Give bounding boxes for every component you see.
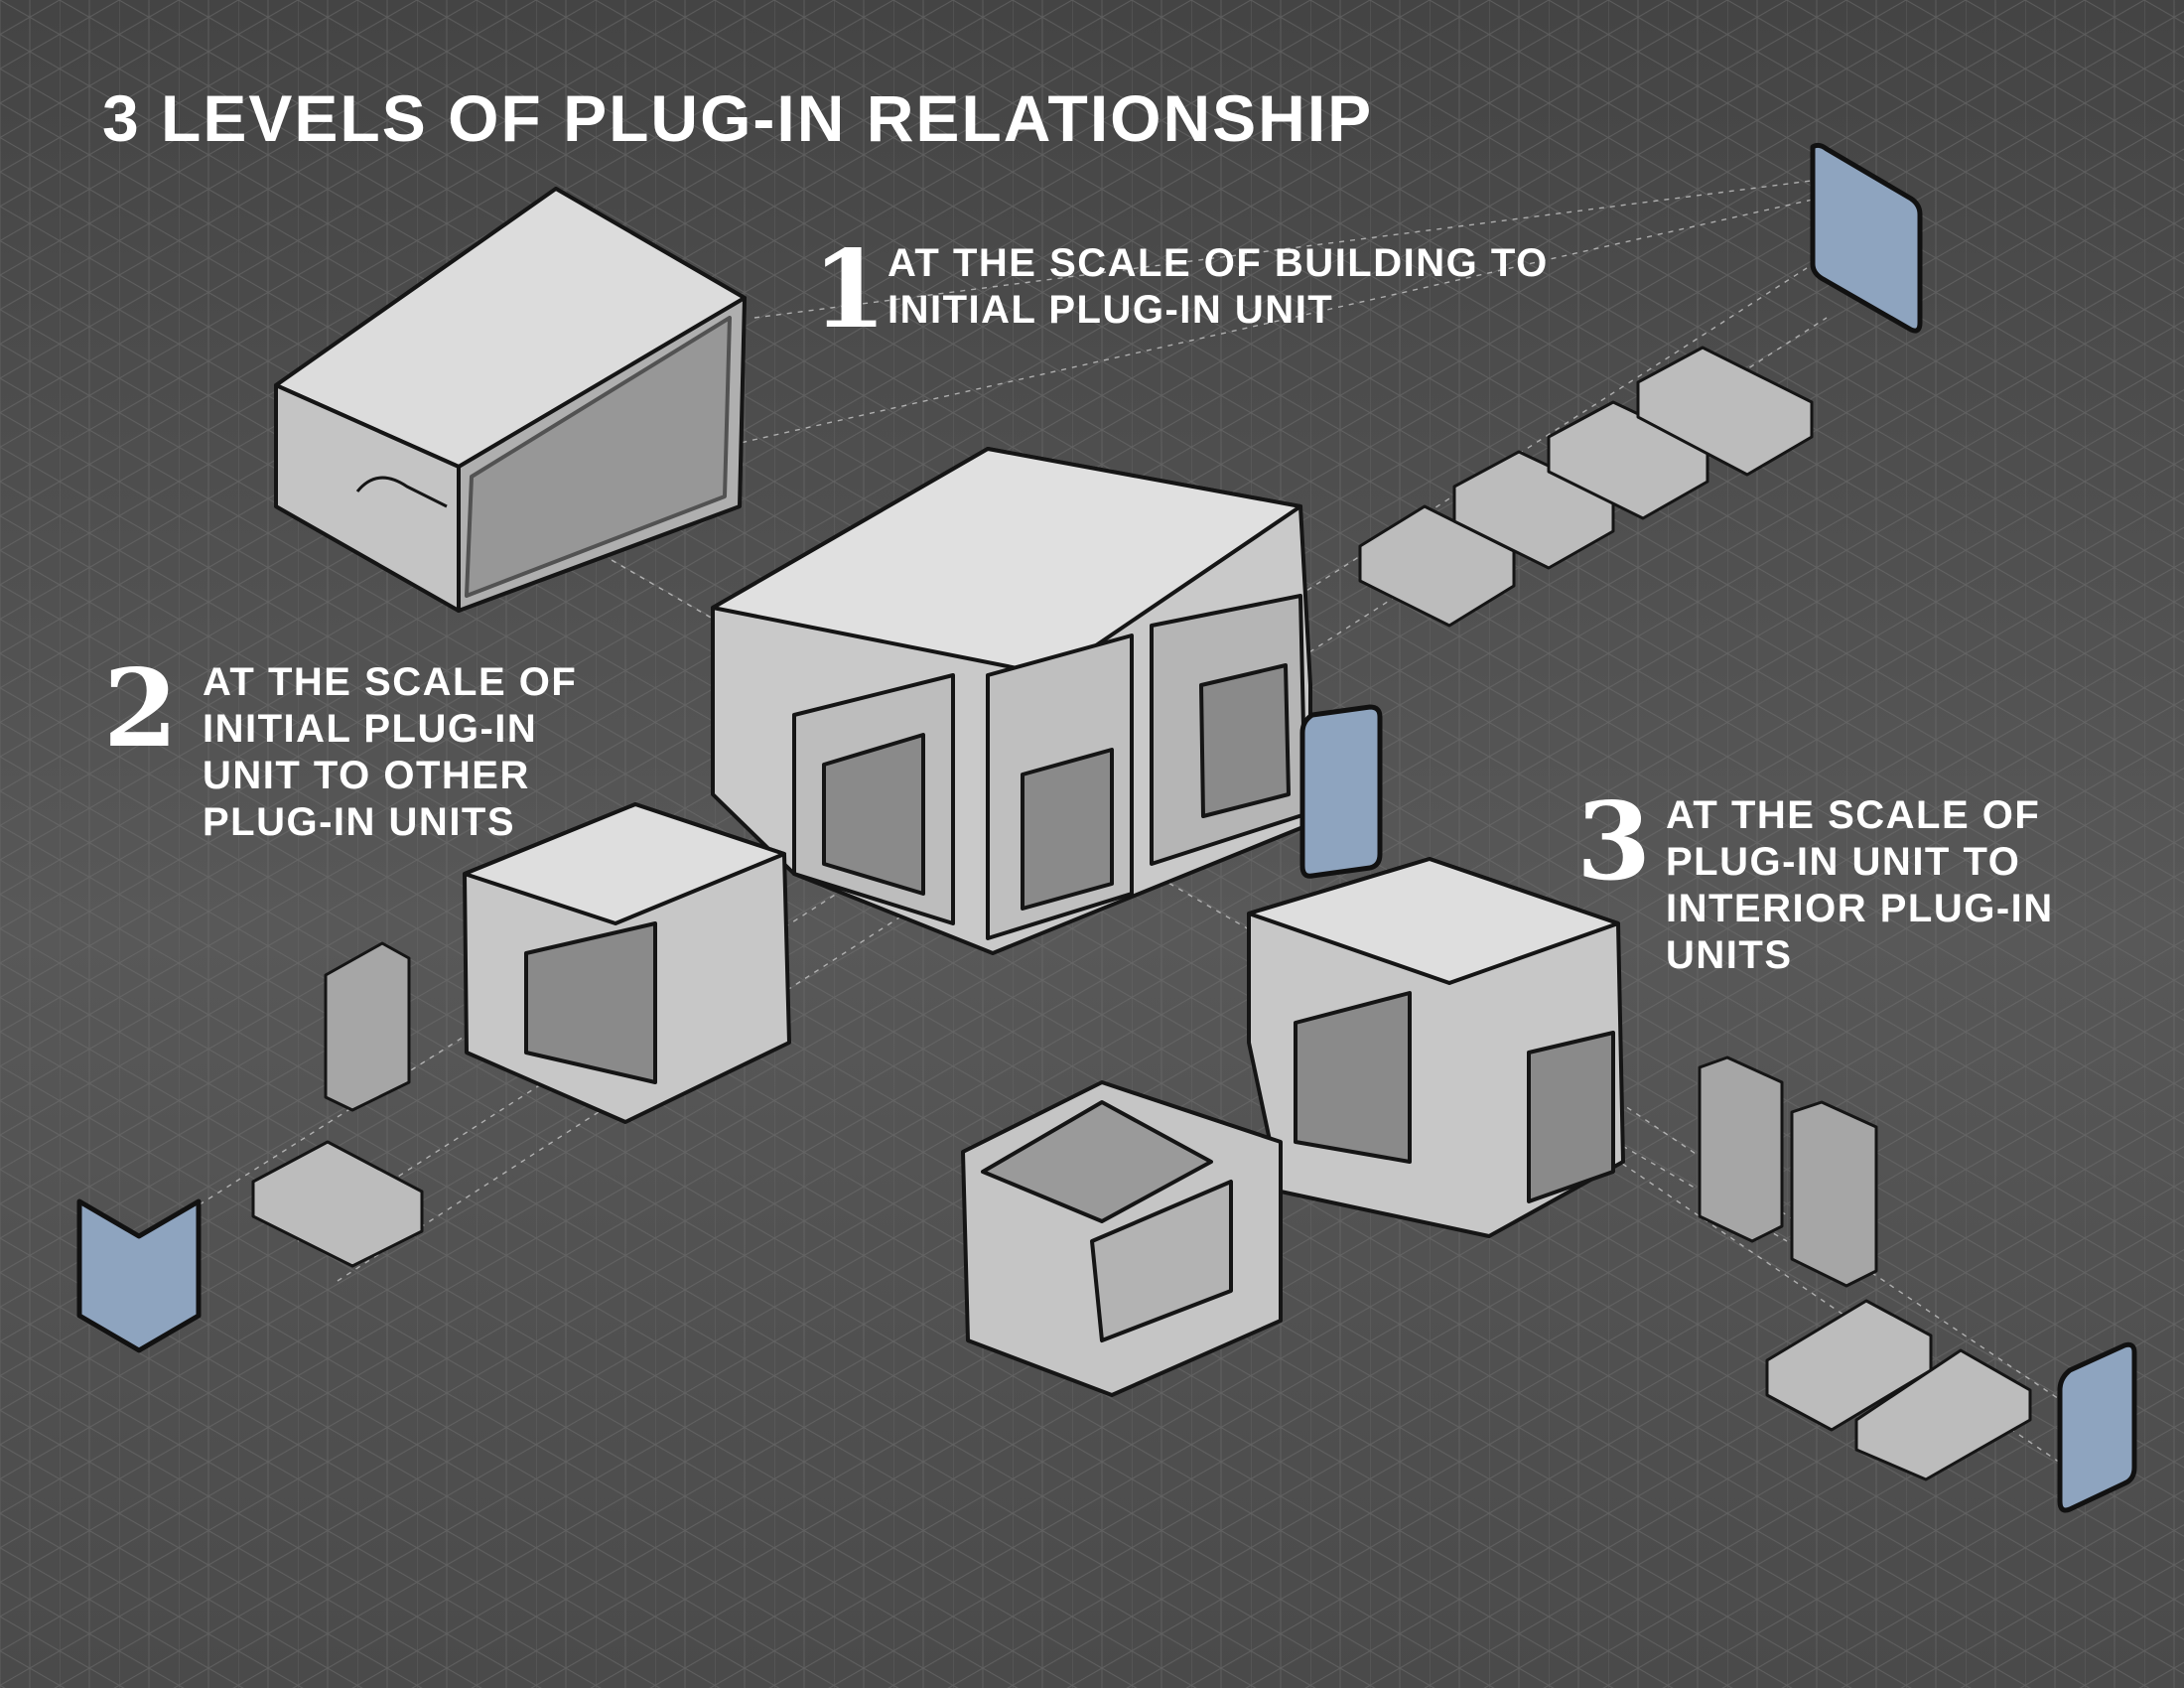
interior-modules-right <box>1698 1055 2032 1481</box>
window-panel-left <box>76 1198 202 1353</box>
window-panel-bottom-right <box>2057 1341 2137 1513</box>
left-plug-in-unit <box>463 802 791 1124</box>
callout-2-line-3: UNIT TO OTHER <box>203 754 530 797</box>
page-title: 3 LEVELS OF PLUG-IN RELATIONSHIP <box>102 81 1374 155</box>
central-plug-in-unit <box>711 447 1312 955</box>
callout-1-number: 1 <box>812 227 887 352</box>
window-panels <box>76 142 2137 1513</box>
interior-modules-top <box>1358 346 1814 628</box>
callout-1-line-2: INITIAL PLUG-IN UNIT <box>887 288 1334 332</box>
interior-modules-left <box>251 941 424 1268</box>
callout-3-number: 3 <box>1576 779 1652 905</box>
callout-1-line-1: AT THE SCALE OF BUILDING TO <box>887 241 1549 285</box>
callout-2-line-2: INITIAL PLUG-IN <box>203 707 538 751</box>
callout-1-text: AT THE SCALE OF BUILDING TO INITIAL PLUG… <box>887 240 1549 334</box>
callout-3-line-4: UNITS <box>1666 933 1793 977</box>
callout-3-line-3: INTERIOR PLUG-IN <box>1666 887 2054 930</box>
right-plug-in-unit <box>1247 857 1625 1238</box>
callout-3-text: AT THE SCALE OF PLUG-IN UNIT TO INTERIOR… <box>1666 792 2054 979</box>
window-panel-top-right <box>1810 142 1923 334</box>
callout-2-line-1: AT THE SCALE OF <box>203 660 578 704</box>
building-frame <box>274 187 747 613</box>
callout-2-text: AT THE SCALE OF INITIAL PLUG-IN UNIT TO … <box>203 659 577 846</box>
bottom-plug-in-unit <box>961 1080 1283 1397</box>
callout-3-line-1: AT THE SCALE OF <box>1666 793 2041 837</box>
callout-2-number: 2 <box>103 646 179 772</box>
window-panel-center <box>1299 704 1383 879</box>
callout-3-line-2: PLUG-IN UNIT TO <box>1666 840 2021 884</box>
callout-2-line-4: PLUG-IN UNITS <box>203 800 516 844</box>
